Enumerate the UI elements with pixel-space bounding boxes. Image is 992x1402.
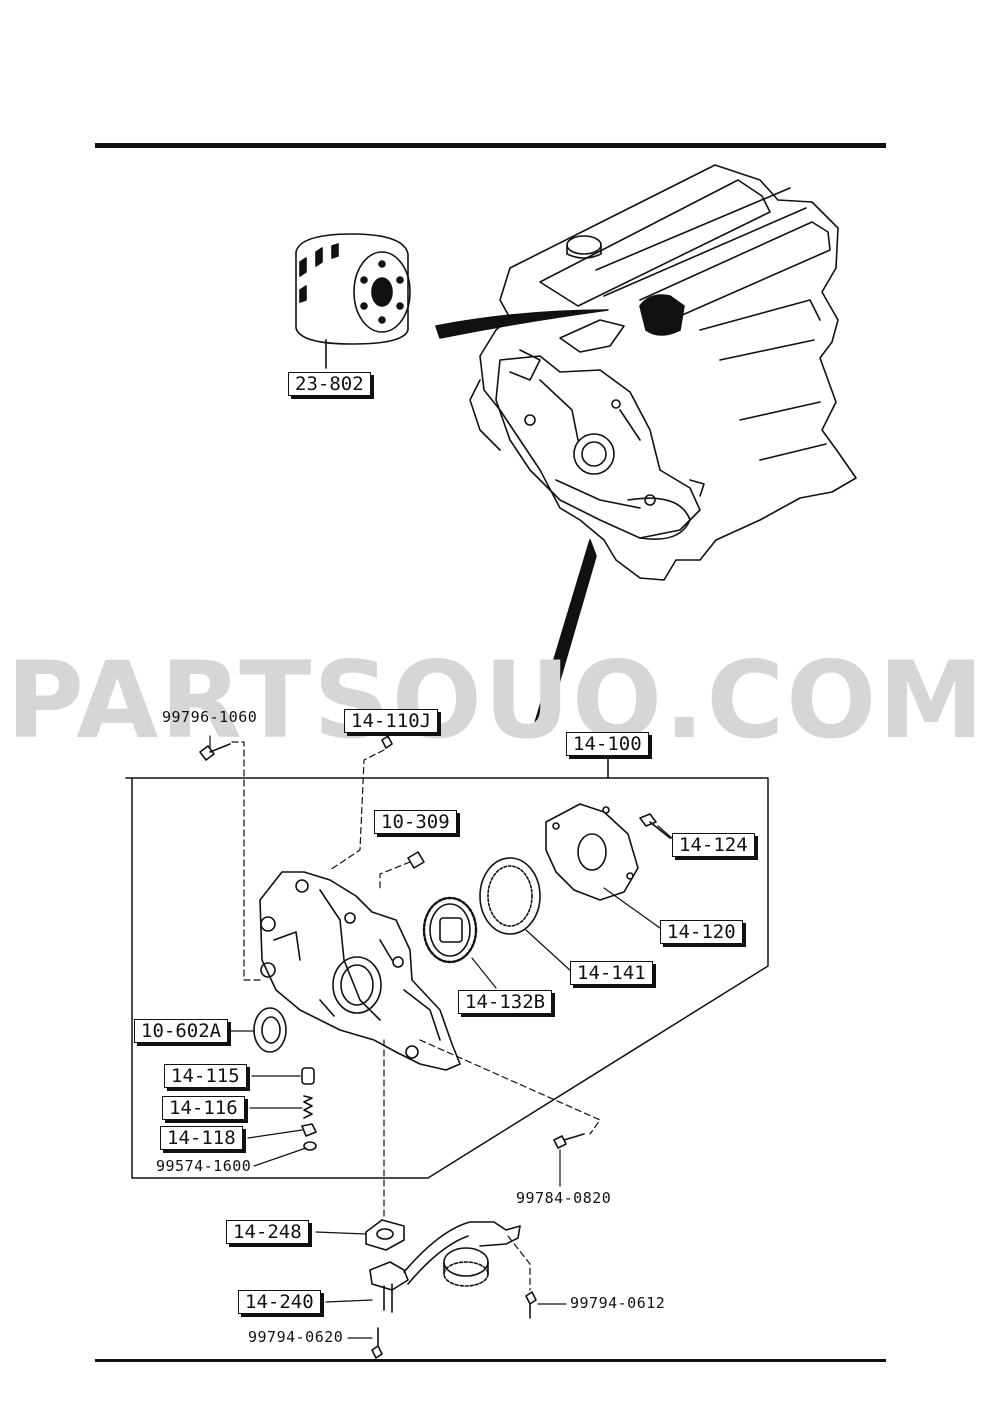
label-14-132b: 14-132B — [458, 990, 553, 1014]
label-10-309: 10-309 — [374, 810, 457, 834]
pointer-pump-wedge — [533, 539, 597, 729]
pointer-filter-wedge — [435, 309, 609, 339]
label-14-116: 14-116 — [162, 1096, 245, 1120]
label-14-100: 14-100 — [566, 732, 649, 756]
footer-rule — [95, 1359, 886, 1362]
oil-pump-body — [259, 871, 461, 1071]
label-99574-1600: 99574-1600 — [156, 1157, 252, 1175]
label-14-240: 14-240 — [238, 1290, 321, 1314]
leader-lines — [209, 729, 675, 1339]
inner-rotor — [422, 896, 478, 964]
label-14-110j: 14-110J — [344, 709, 439, 733]
label-23-802: 23-802 — [288, 372, 371, 396]
label-14-248: 14-248 — [226, 1220, 309, 1244]
label-99784-0820: 99784-0820 — [516, 1189, 612, 1207]
oil-seal — [253, 1007, 287, 1053]
label-14-124: 14-124 — [672, 833, 755, 857]
label-14-141: 14-141 — [570, 961, 653, 985]
dashed-guide-lines — [231, 741, 601, 1291]
small-hardware — [199, 735, 671, 1151]
oil-strainer — [365, 1219, 537, 1359]
oil-filter — [295, 233, 411, 369]
header-rule — [95, 143, 886, 148]
label-14-115: 14-115 — [164, 1064, 247, 1088]
outer-rotor — [479, 857, 541, 935]
label-14-120: 14-120 — [660, 920, 743, 944]
label-10-602a: 10-602A — [134, 1019, 229, 1043]
label-99794-0612: 99794-0612 — [570, 1294, 666, 1312]
label-99796-1060: 99796-1060 — [162, 708, 258, 726]
label-99794-0620: 99794-0620 — [248, 1328, 344, 1346]
watermark: PARTSOUQ.COM — [6, 639, 986, 762]
engine-block — [469, 164, 857, 581]
pump-cover — [545, 803, 639, 901]
assembly-frame — [125, 777, 769, 1179]
label-14-118: 14-118 — [160, 1126, 243, 1150]
